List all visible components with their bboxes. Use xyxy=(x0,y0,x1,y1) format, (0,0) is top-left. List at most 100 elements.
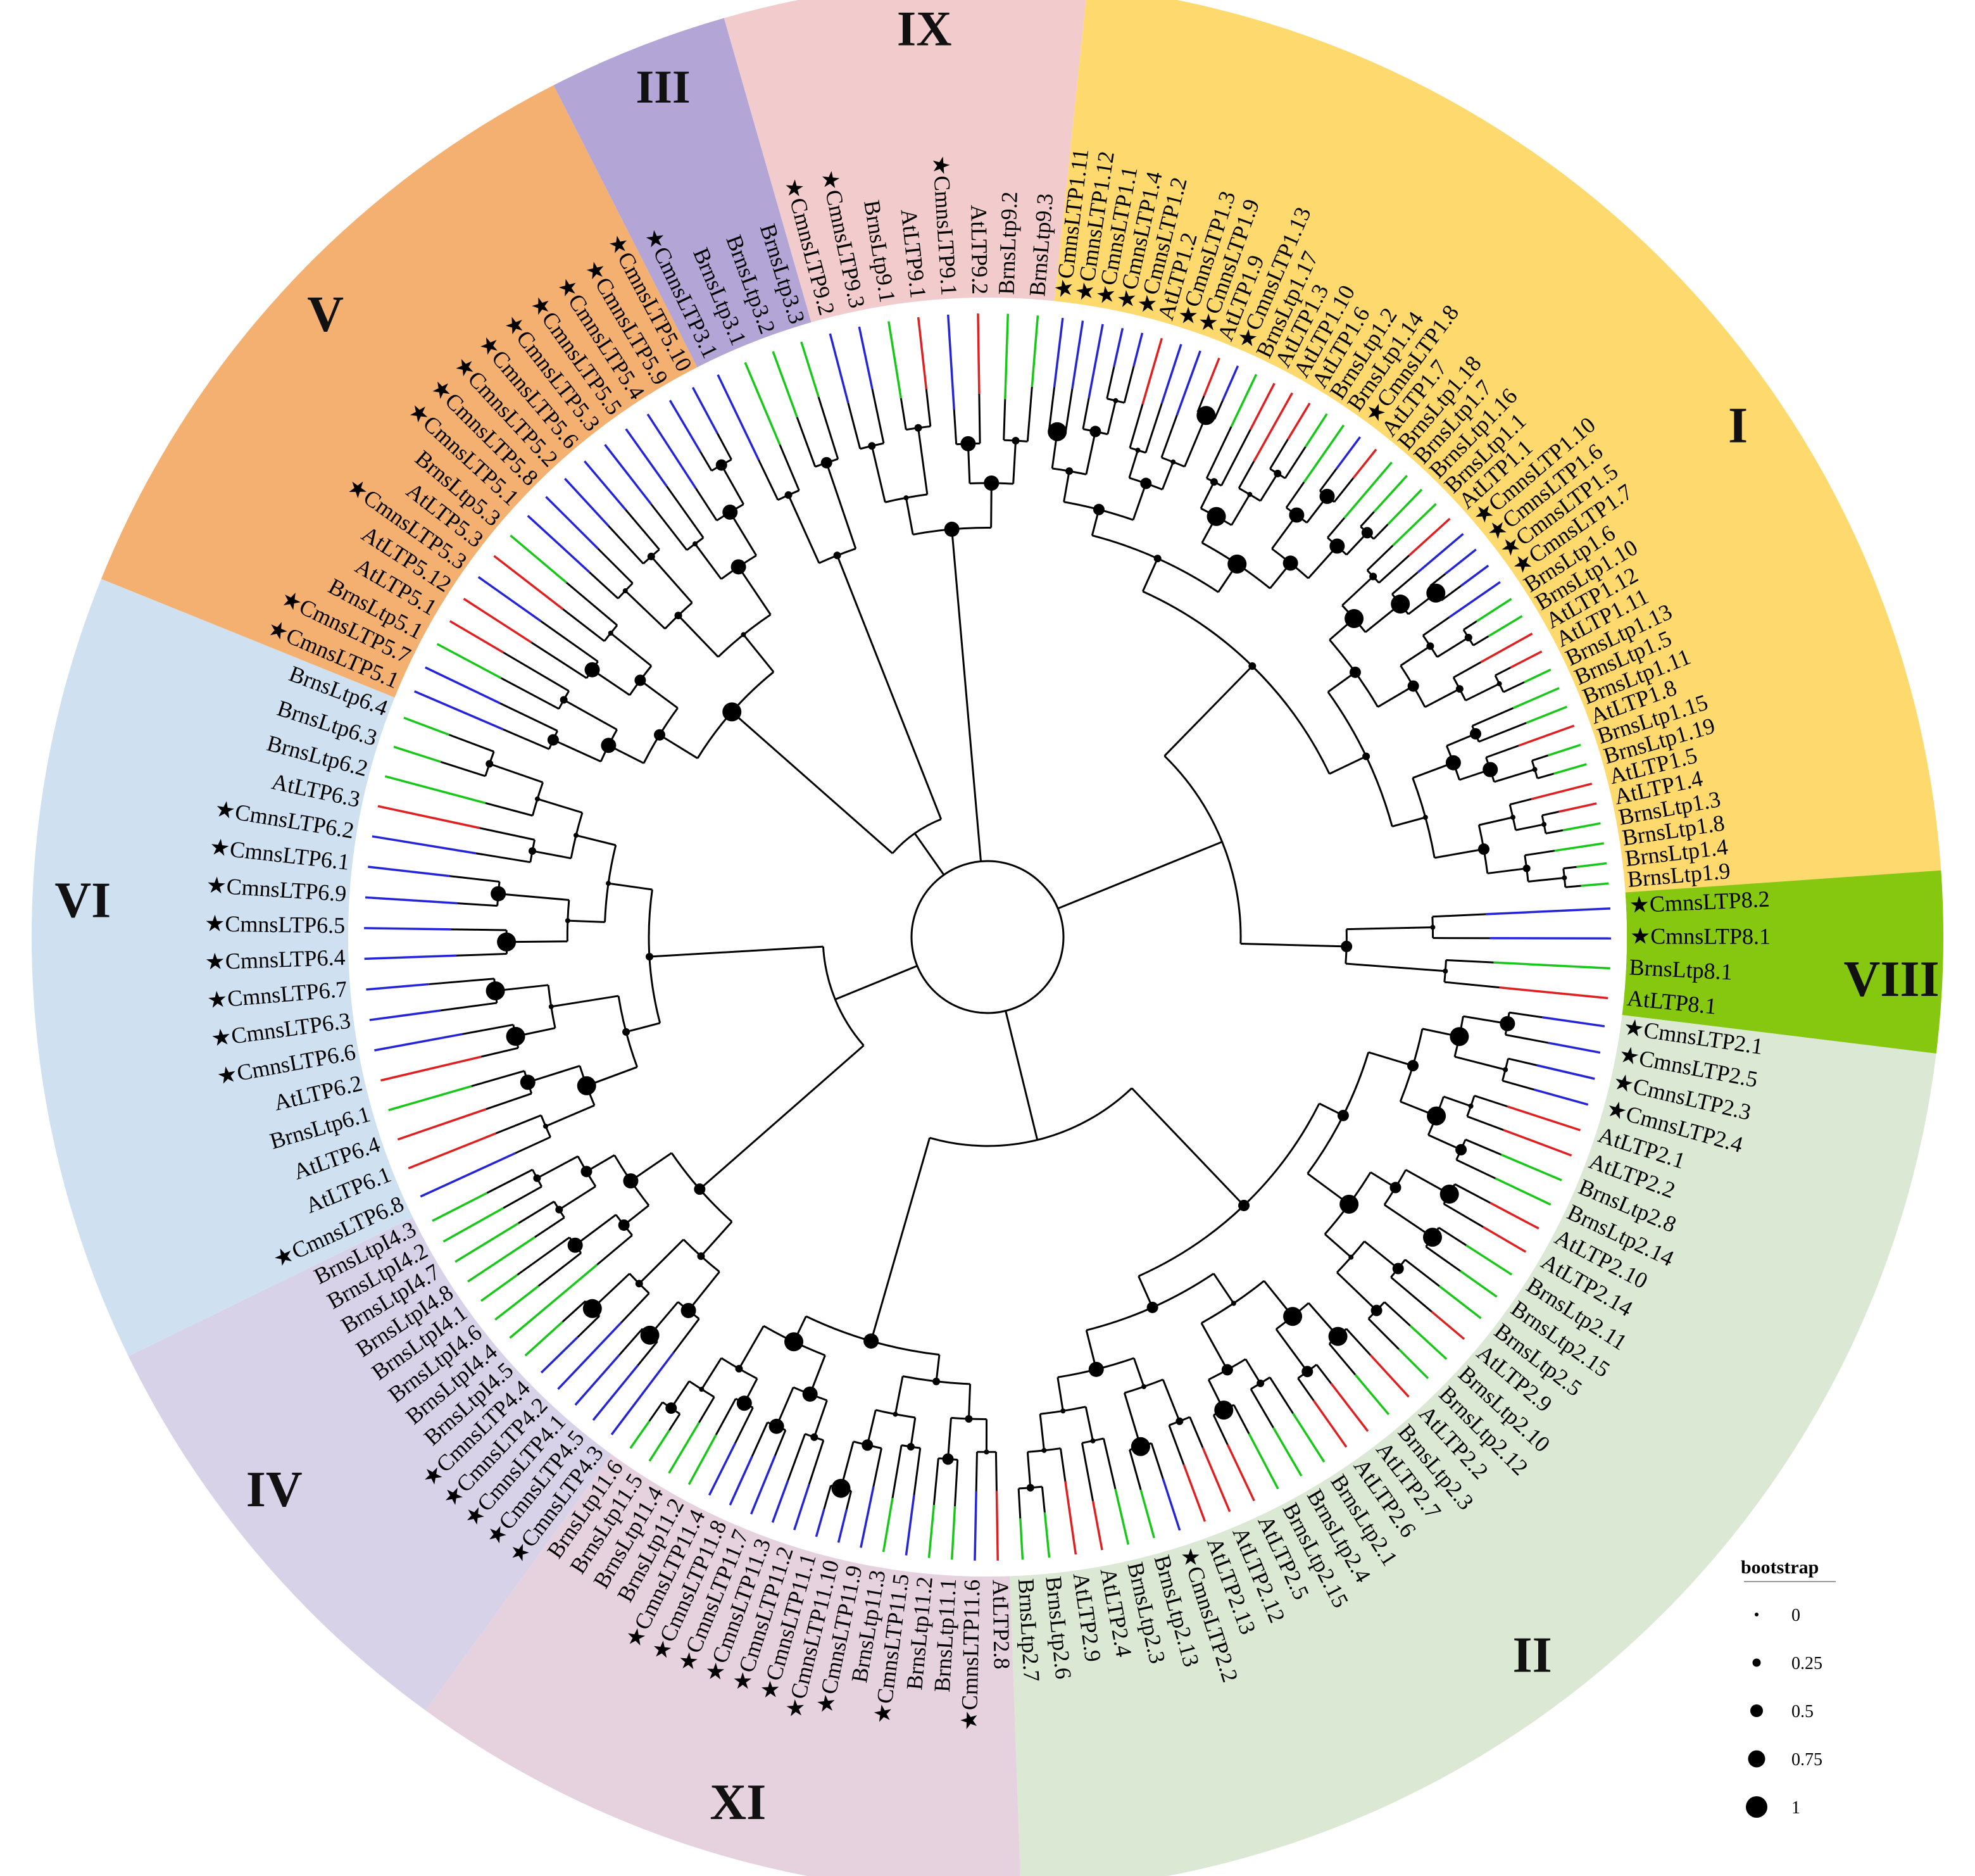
branch xyxy=(1217,563,1238,593)
branch xyxy=(364,954,456,960)
branch xyxy=(1286,402,1311,440)
root-ring xyxy=(910,860,1065,1014)
branch xyxy=(947,1418,952,1459)
branch xyxy=(1526,705,1568,724)
branch xyxy=(562,608,605,642)
branch xyxy=(448,734,494,753)
branch xyxy=(771,1480,789,1523)
branch xyxy=(586,1154,615,1173)
branch xyxy=(1128,450,1139,479)
branch xyxy=(629,1420,651,1449)
branch xyxy=(567,919,605,923)
branch xyxy=(625,428,668,488)
branch xyxy=(935,1354,941,1382)
branch xyxy=(1207,1379,1225,1411)
branch xyxy=(1064,1481,1077,1555)
branch xyxy=(515,1027,556,1038)
branch xyxy=(1392,503,1437,546)
branch xyxy=(574,1214,617,1246)
branch xyxy=(1486,907,1611,916)
branch xyxy=(637,1340,658,1366)
branch xyxy=(975,1452,978,1492)
branch xyxy=(1384,1301,1411,1327)
branch xyxy=(1444,981,1500,989)
branch xyxy=(917,317,928,389)
branch xyxy=(1432,913,1486,918)
branch xyxy=(1039,1414,1045,1451)
branch xyxy=(1248,1433,1279,1490)
branch xyxy=(540,1336,579,1374)
branch xyxy=(1141,337,1163,405)
branch xyxy=(432,1192,488,1222)
branch xyxy=(1085,431,1096,475)
branch xyxy=(1213,400,1224,420)
branch xyxy=(1303,424,1345,483)
branch xyxy=(1480,633,1533,664)
branch xyxy=(917,427,929,495)
branch xyxy=(1063,470,1070,502)
branch xyxy=(1553,763,1587,775)
branch xyxy=(870,1137,931,1342)
branch xyxy=(1071,320,1084,389)
branch xyxy=(1057,841,1223,910)
branch xyxy=(927,1504,936,1558)
branch xyxy=(1369,1354,1410,1398)
branch xyxy=(532,850,572,860)
branch xyxy=(1486,745,1519,759)
branch xyxy=(1360,511,1375,527)
branch xyxy=(815,1509,825,1537)
legend-marker xyxy=(1755,1613,1759,1616)
branch xyxy=(717,374,760,460)
branch xyxy=(1346,532,1368,556)
leaf-label: BrnsLtp9.2 xyxy=(993,191,1022,295)
branch xyxy=(1026,386,1033,442)
branch xyxy=(1220,429,1251,486)
branch xyxy=(1367,1318,1400,1350)
branch xyxy=(1508,1057,1538,1066)
branch xyxy=(518,1200,555,1224)
branch xyxy=(639,679,679,709)
branch xyxy=(1524,668,1552,684)
branch xyxy=(1200,481,1215,509)
branch xyxy=(436,643,502,679)
branch xyxy=(442,1207,505,1243)
branch xyxy=(1527,876,1565,883)
branch xyxy=(990,483,993,528)
branch xyxy=(449,875,500,883)
sector-xi xyxy=(425,1454,1020,1876)
branch xyxy=(699,451,713,472)
branch xyxy=(414,690,504,731)
branch xyxy=(650,503,688,551)
branch xyxy=(1150,1442,1164,1479)
legend-label: 1 xyxy=(1791,1798,1800,1818)
branch xyxy=(1269,1376,1294,1414)
branch xyxy=(1368,1051,1414,1067)
branch xyxy=(1478,816,1514,826)
branch xyxy=(793,1483,810,1531)
branch xyxy=(775,1387,794,1427)
leaf-label: ★CmnsLTP6.5 xyxy=(204,910,346,938)
branch xyxy=(905,1495,915,1556)
tree-branches xyxy=(364,313,1612,1561)
branch xyxy=(808,1440,825,1485)
branch xyxy=(1041,1486,1046,1513)
branch xyxy=(596,1234,633,1266)
branch xyxy=(489,762,544,784)
branch xyxy=(1488,615,1523,638)
branch xyxy=(1123,1392,1142,1447)
branch xyxy=(537,1252,582,1287)
branch xyxy=(668,1413,681,1431)
branch xyxy=(1245,1358,1262,1384)
branch xyxy=(499,702,558,732)
branch xyxy=(1240,942,1347,948)
branch xyxy=(369,1009,441,1021)
clade-label-xi: XI xyxy=(710,1775,766,1830)
branch xyxy=(536,1155,579,1180)
branch xyxy=(456,953,507,957)
branch xyxy=(565,581,618,626)
branch xyxy=(486,1169,534,1194)
branch xyxy=(1489,1202,1539,1230)
branch xyxy=(1091,509,1100,536)
branch xyxy=(1226,1444,1255,1502)
branch xyxy=(891,1445,903,1499)
